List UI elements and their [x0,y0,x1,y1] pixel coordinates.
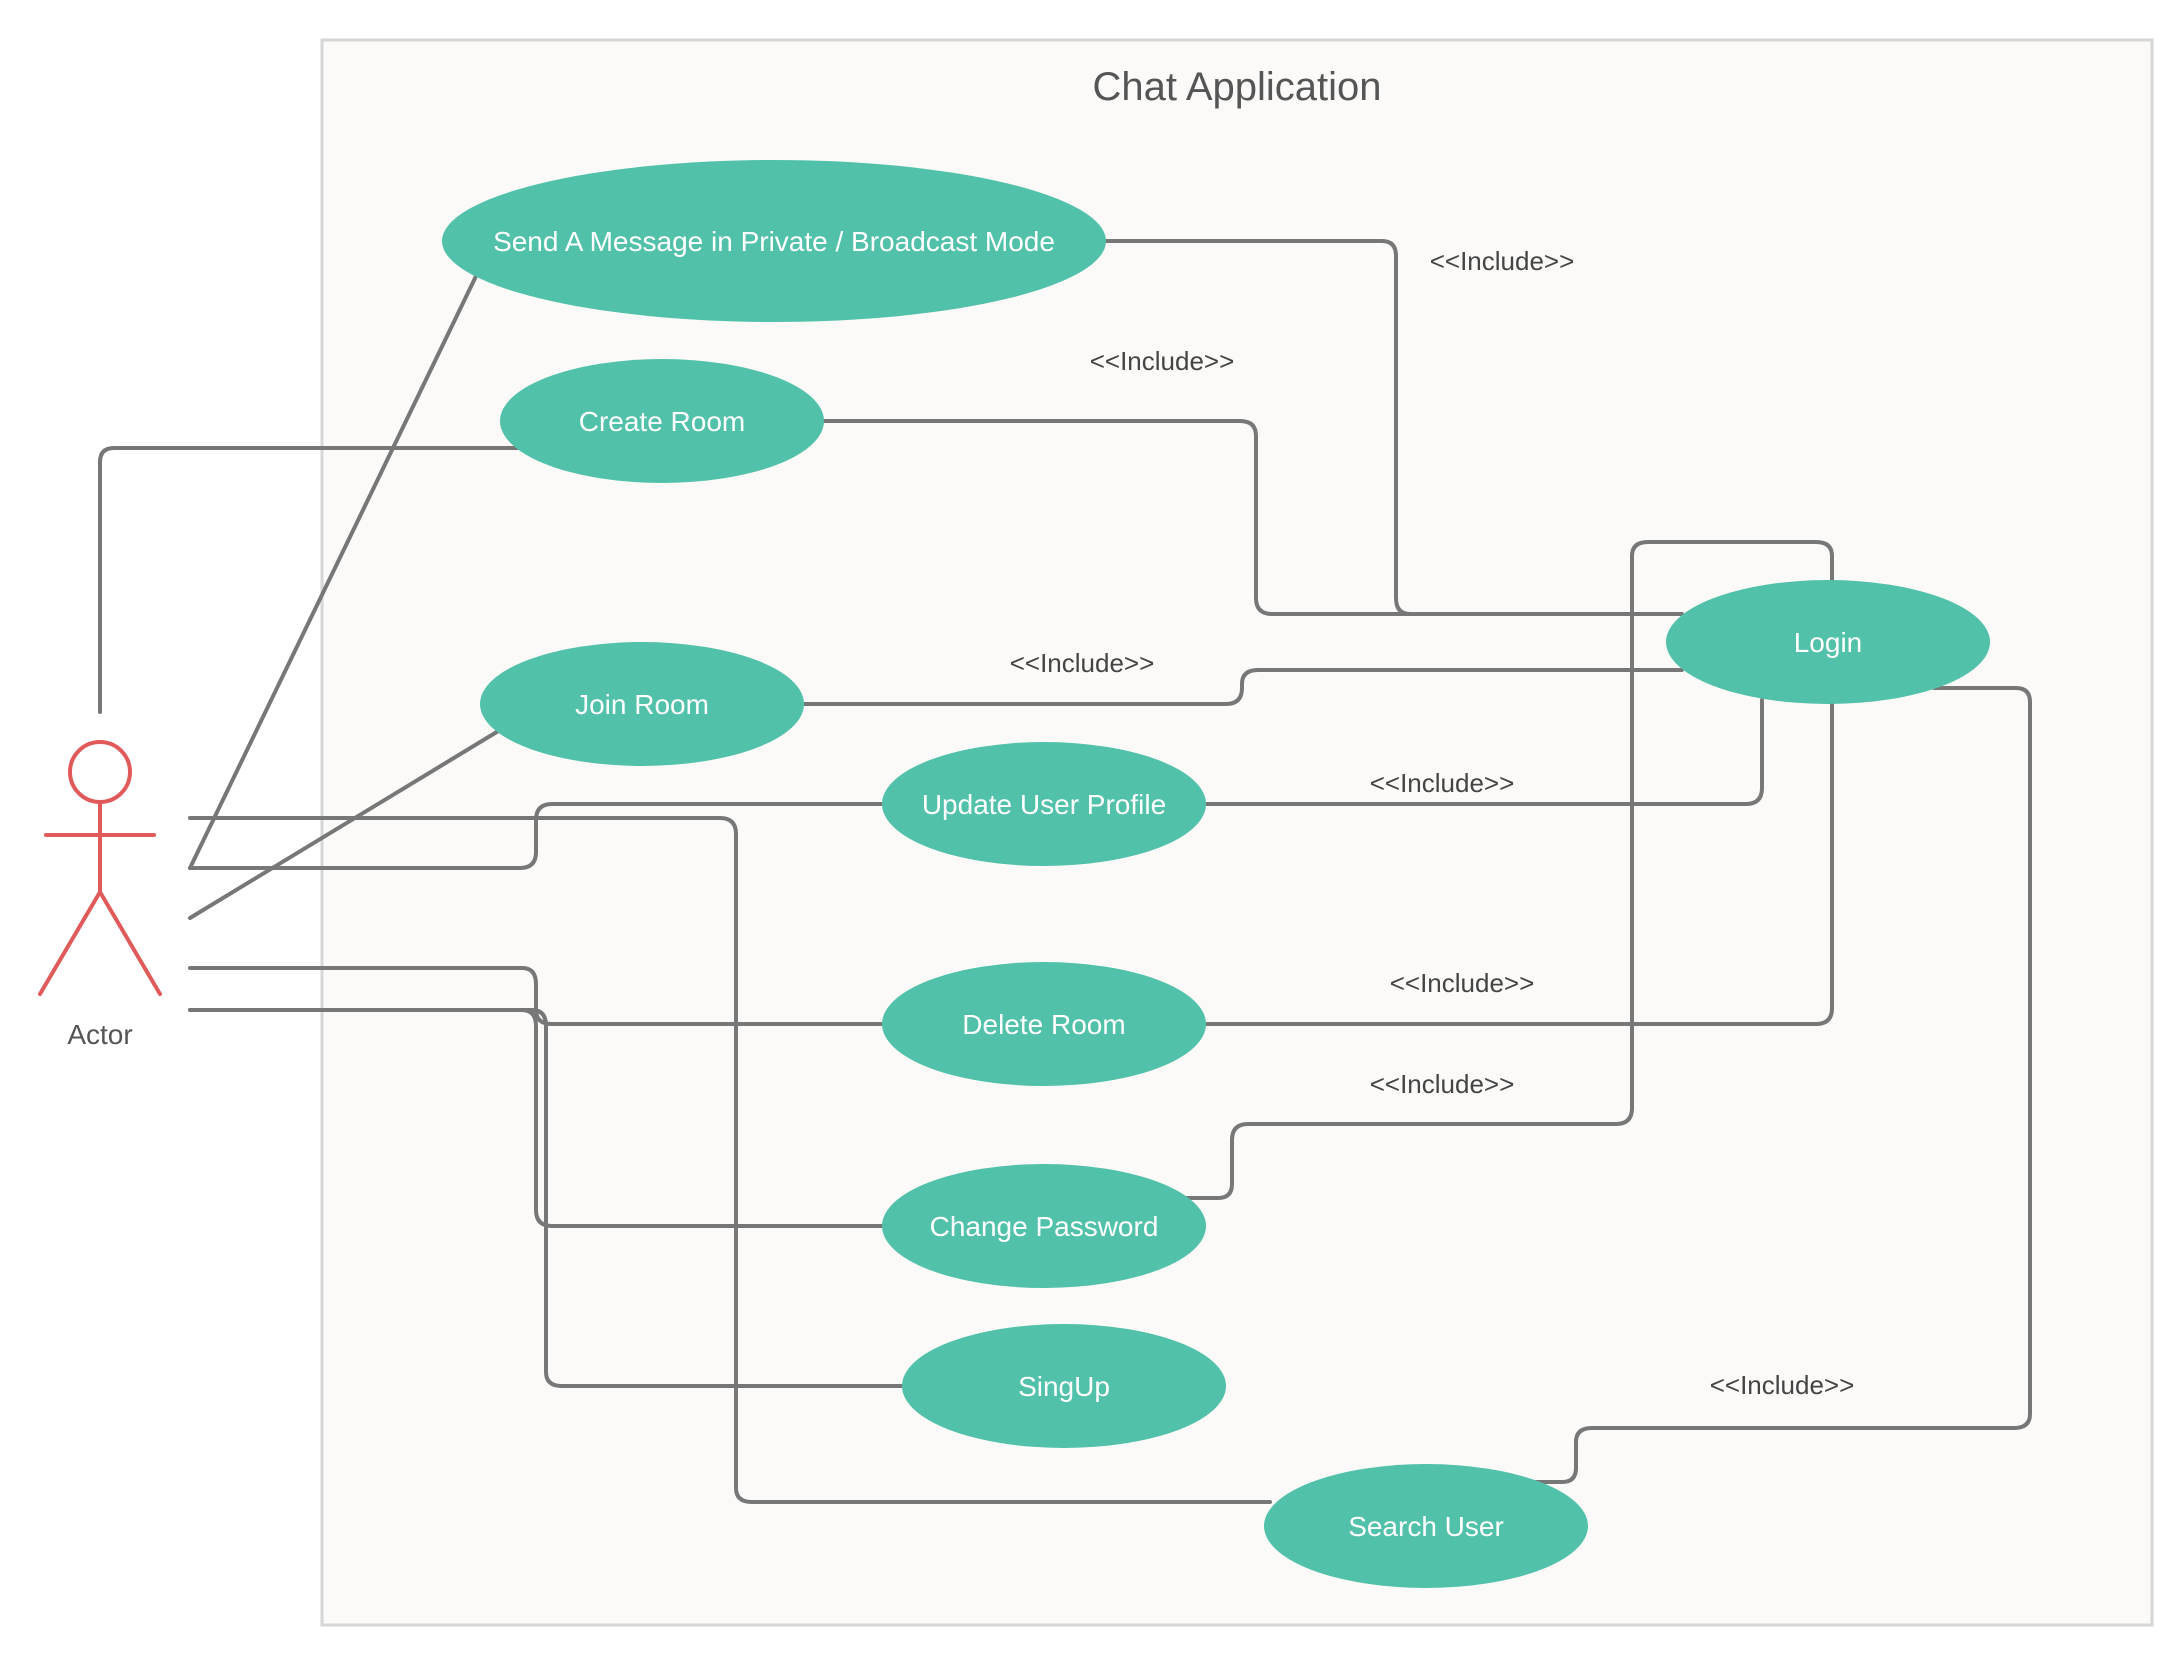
use-case-update-profile-label: Update User Profile [922,789,1166,820]
include-join-room-login [802,668,1684,706]
system-title: Chat Application [1092,65,1381,109]
use-case-join-room[interactable]: Join Room [480,642,804,766]
association-actor-signup [188,1008,906,1388]
association-actor-create-room [98,446,520,714]
use-case-signup[interactable]: SingUp [902,1324,1226,1448]
use-case-login[interactable]: Login [1666,580,1990,704]
actor-right-leg [98,890,162,996]
use-case-update-profile[interactable]: Update User Profile [882,742,1206,866]
use-case-login-label: Login [1794,627,1863,658]
use-case-create-room[interactable]: Create Room [500,359,824,483]
include-label-search-user: <<Include>> [1710,1370,1855,1400]
use-case-send-message-label: Send A Message in Private / Broadcast Mo… [493,226,1055,257]
include-create-room-login [822,419,1682,616]
use-case-signup-label: SingUp [1018,1371,1110,1402]
include-label-create-room: <<Include>> [1090,346,1235,376]
actor-figure[interactable] [38,740,162,996]
association-actor-update-profile [188,802,886,870]
include-change-password-login [1184,540,1834,1200]
association-actor-send-message [188,270,480,870]
include-label-join-room: <<Include>> [1010,648,1155,678]
use-case-change-password-label: Change Password [930,1211,1159,1242]
association-actor-search-user [188,816,1272,1504]
use-case-create-room-label: Create Room [579,406,746,437]
include-label-update-profile: <<Include>> [1370,768,1515,798]
actor-label: Actor [67,1019,132,1050]
include-update-profile-login [1202,698,1764,806]
use-case-send-message[interactable]: Send A Message in Private / Broadcast Mo… [442,160,1106,322]
include-search-user-login [1534,686,2032,1484]
include-label-delete-room: <<Include>> [1390,968,1535,998]
include-delete-room-login [1202,698,1834,1026]
include-label-change-password: <<Include>> [1370,1069,1515,1099]
use-case-delete-room-label: Delete Room [962,1009,1125,1040]
use-case-change-password[interactable]: Change Password [882,1164,1206,1288]
include-label-send-message: <<Include>> [1430,246,1575,276]
use-case-delete-room[interactable]: Delete Room [882,962,1206,1086]
use-case-join-room-label: Join Room [575,689,709,720]
actor-left-leg [38,890,102,996]
use-case-search-user[interactable]: Search User [1264,1464,1588,1588]
use-case-search-user-label: Search User [1348,1511,1504,1542]
actor-head [68,740,132,804]
association-actor-join-room [188,728,502,920]
